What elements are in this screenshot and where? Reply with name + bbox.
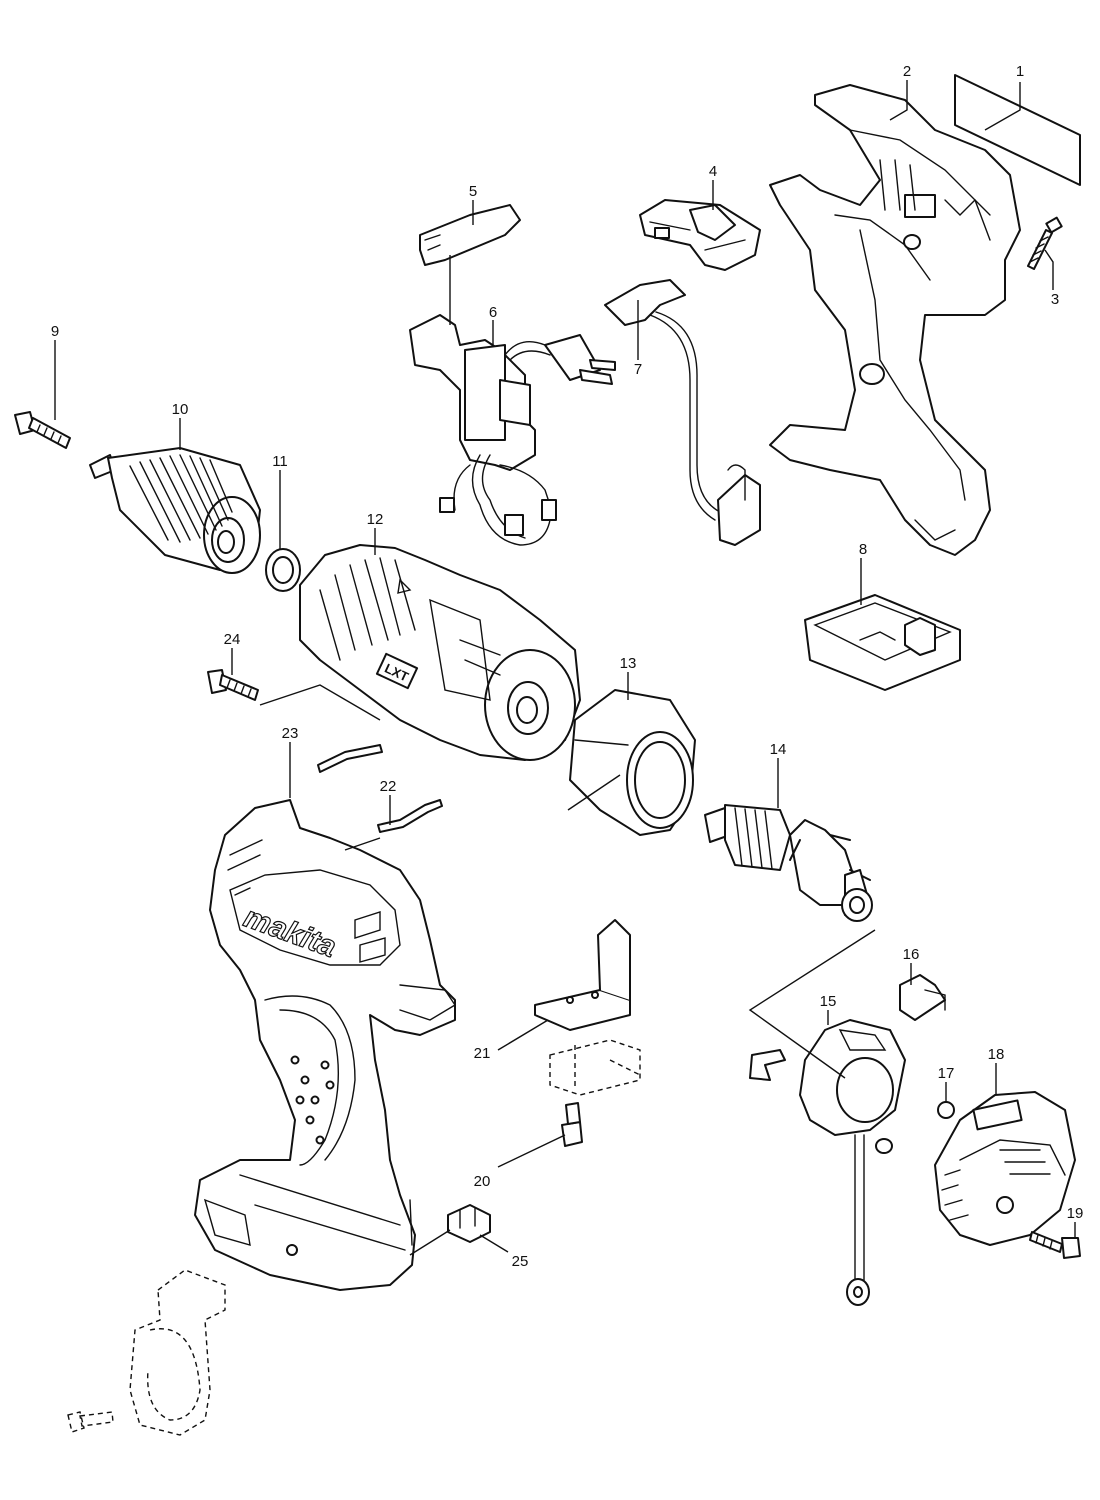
part-19-screw: [1029, 1231, 1081, 1259]
part-15-brush-holder: [749, 1019, 906, 1306]
callout-2: 2: [903, 63, 911, 80]
part-9-bolt: [14, 411, 71, 449]
callout-16: 16: [903, 946, 920, 963]
part-24-screw: [207, 669, 259, 701]
part-5-trigger-cover: [419, 204, 521, 266]
part-18-rear-cover: [934, 1091, 1076, 1246]
callout-12: 12: [367, 511, 384, 528]
callout-14: 14: [770, 741, 787, 758]
part-4-switch-module: [639, 199, 761, 271]
part-10-chuck: [89, 447, 261, 574]
callout-1: 1: [1016, 63, 1024, 80]
part-11-washer: [265, 548, 301, 592]
callout-17: 17: [938, 1065, 955, 1082]
callout-21: 21: [474, 1045, 491, 1062]
part-21-bracket: [534, 919, 641, 1096]
callout-3: 3: [1051, 291, 1059, 308]
part-14-armature: [704, 804, 873, 922]
callout-6: 6: [489, 304, 497, 321]
part-8-terminal-plate: [804, 594, 961, 691]
callout-20: 20: [474, 1173, 491, 1190]
callout-23: 23: [282, 725, 299, 742]
callout-15: 15: [820, 993, 837, 1010]
part-23-housing-left: makita: [194, 799, 456, 1291]
callout-22: 22: [380, 778, 397, 795]
callout-18: 18: [988, 1046, 1005, 1063]
part-2-housing-right: [769, 84, 1021, 556]
callout-11: 11: [272, 453, 288, 470]
callout-10: 10: [172, 401, 189, 418]
callout-24: 24: [224, 631, 241, 648]
part-12-gear-assembly: LXT: [299, 544, 581, 761]
part-3-screw: [1027, 216, 1063, 270]
callout-9: 9: [51, 323, 59, 340]
part-16-carbon-brush: [899, 974, 946, 1021]
part-22-clips: [317, 744, 443, 833]
callout-8: 8: [859, 541, 867, 558]
part-6-switch-assembly: [409, 314, 616, 546]
leader-lines: [54, 80, 1076, 1256]
callout-4: 4: [709, 163, 717, 180]
belt-clip-ghost: [67, 1269, 226, 1436]
part-17-bushing: [937, 1101, 955, 1119]
callout-19: 19: [1067, 1205, 1084, 1222]
callout-25: 25: [512, 1253, 529, 1270]
callout-labels: 1 2 3 4 5 6 7 8 9 10 11 12 13 14 15 16 1…: [51, 63, 1084, 1270]
part-7-led-wire: [604, 279, 761, 546]
callout-7: 7: [634, 361, 642, 378]
callout-13: 13: [620, 655, 637, 672]
callout-5: 5: [469, 183, 477, 200]
part-1-label-plate: [954, 74, 1081, 186]
part-13-motor-magnet: [569, 689, 696, 836]
part-20-screw: [561, 1102, 583, 1147]
